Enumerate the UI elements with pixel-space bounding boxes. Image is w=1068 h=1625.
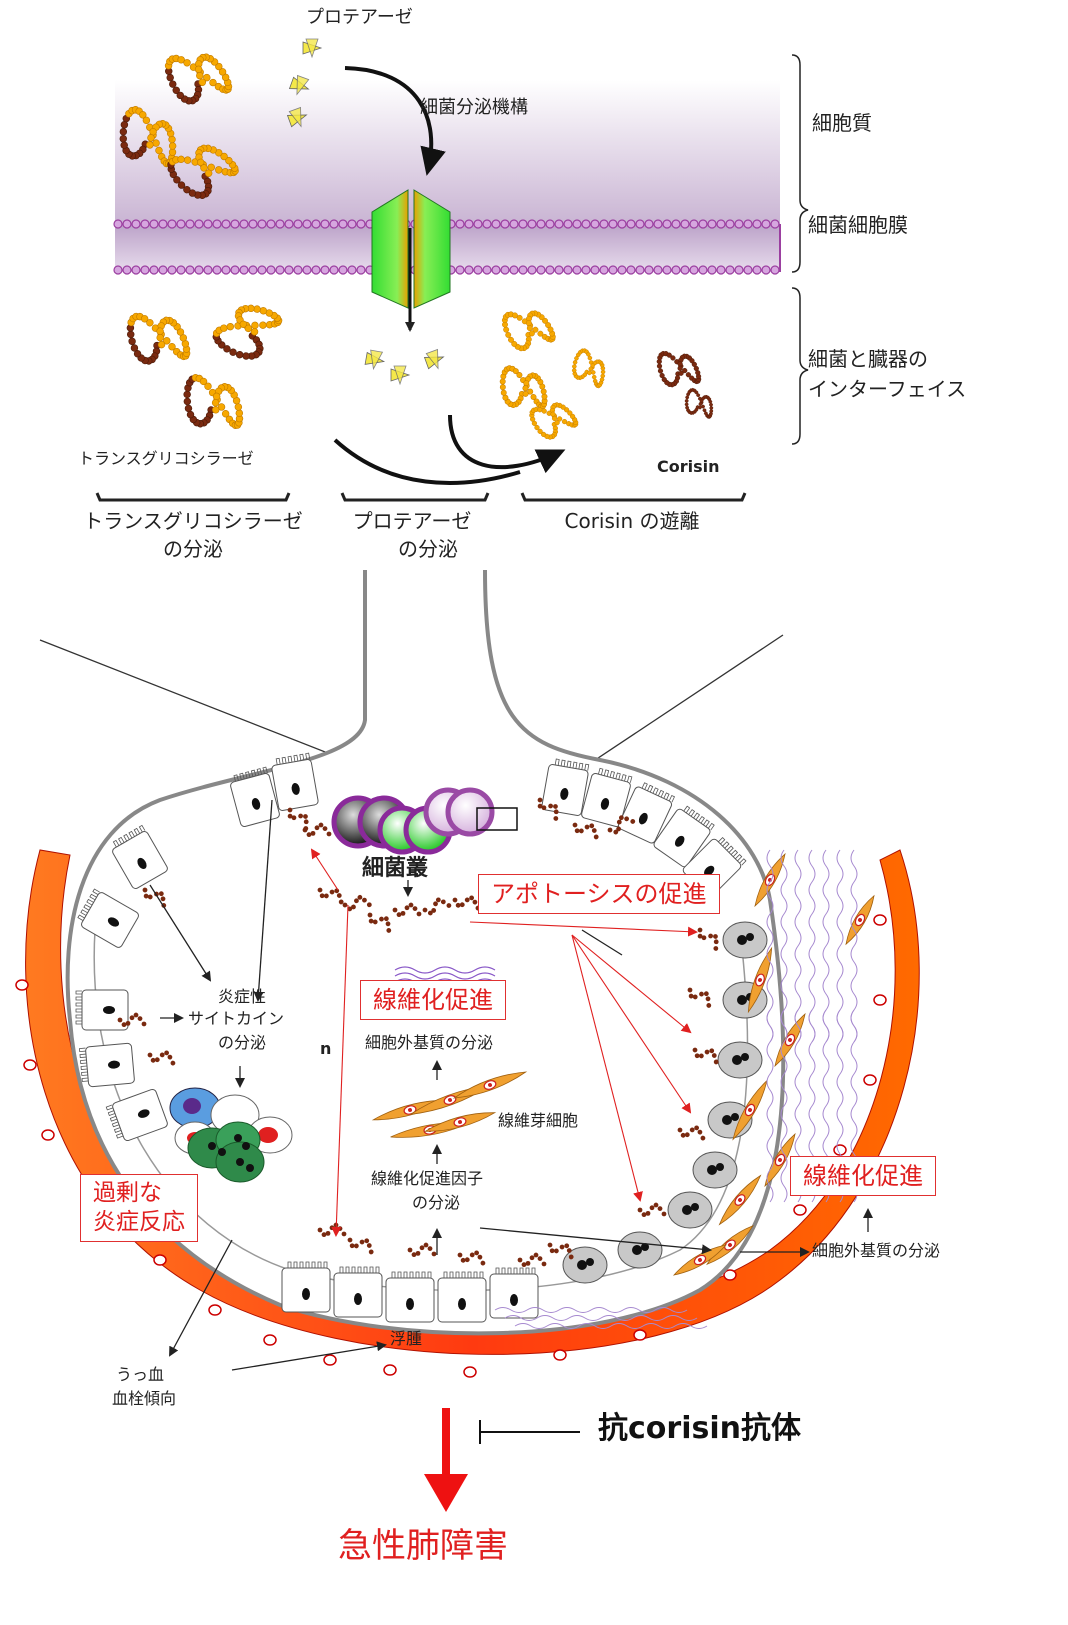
membrane-outer-beads [113,219,780,229]
epithelial-cells-left [75,752,319,1142]
top-panel [95,38,809,502]
cytoplasm-region [115,80,780,225]
brace-step-2 [340,492,490,502]
secretion-machinery-label: 細菌分泌機構 [420,97,528,118]
sweep-arrow-left [333,438,521,485]
interface-label-line1: 細菌と臓器の [808,347,928,371]
antibody-label: 抗corisin抗体 [598,1411,801,1446]
bacterial-colony [331,787,518,855]
n-label: n [320,1039,332,1058]
brace-step-3 [520,492,747,502]
congestion-line1: うっ血 [116,1365,165,1384]
step-3-line1: Corisin の遊離 [564,509,700,533]
step-1-line2: の分泌 [163,537,223,561]
fibrosis-center-box: 線維化促進 [360,980,506,1020]
protease-label-top: プロテアーゼ [306,7,413,28]
antibody-inhibition [479,1420,580,1444]
colony-label: 細菌叢 [362,856,429,881]
corisin-label: Corisin [657,457,720,476]
secretion-channel [371,189,451,332]
step-2-line2: の分泌 [398,537,458,561]
brace-cytoplasm-membrane [791,54,809,273]
black-arrows [149,799,873,1371]
step-1-line1: トランスグリコシラーゼ [83,509,303,533]
excess-line2: 炎症反応 [93,1208,185,1235]
corisin-fragments [117,797,719,1268]
step-2-line1: プロテアーゼ [352,509,472,533]
protease-glyphs [286,38,445,386]
zoom-box [476,807,518,831]
cytoplasm-label: 細胞質 [812,111,872,135]
epithelial-cells-bottom [281,1261,539,1323]
protein-chains [119,53,714,440]
fibrosis-factor-line2: の分泌 [412,1193,461,1212]
bacterial-membrane-label: 細菌細胞膜 [808,213,908,237]
excess-line1: 過剰な [93,1180,162,1206]
apoptosis-box: アポトーシスの促進 [478,874,720,914]
excess-inflammation-box: 過剰な 炎症反応 [80,1174,198,1242]
outcome-label: 急性肺障害 [338,1526,508,1566]
brace-interface [791,287,809,445]
red-arrows [310,848,698,1237]
cytokine-line1: 炎症性 [218,987,267,1006]
outcome-arrow [424,1408,468,1512]
cytokine-line2: サイトカイン [188,1009,285,1028]
fibroblasts-right [672,852,875,1276]
interface-label-line2: インターフェイス [808,377,967,401]
protease-to-channel-arrow [344,66,446,176]
fibrosis-right-box: 線維化促進 [790,1156,936,1196]
ecm-right-label: 細胞外基質の分泌 [812,1241,941,1260]
fibrosis-factor-line1: 線維化促進因子 [371,1169,484,1188]
sweep-arrow-right [448,414,566,474]
brace-step-1 [95,492,291,502]
bottom-panel [15,569,920,1512]
transglycosylase-label: トランスグリコシラーゼ [78,449,254,468]
fibroblast-label: 線維芽細胞 [498,1111,579,1130]
ecm-center-label: 細胞外基質の分泌 [365,1033,494,1052]
edema-label: 浮腫 [390,1329,423,1348]
apoptotic-cells [562,921,768,1284]
congestion-line2: 血栓傾向 [112,1389,177,1408]
immune-cells [169,1087,293,1183]
cytokine-line3: の分泌 [218,1033,267,1052]
ecm-fibers [494,849,858,1329]
